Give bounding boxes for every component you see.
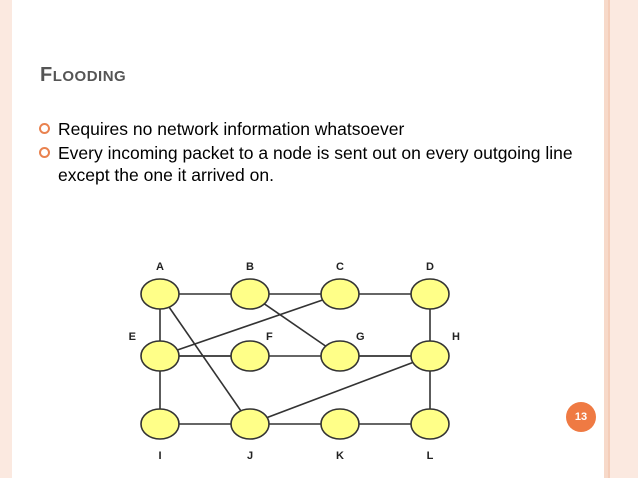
title-rest: LOODING [52, 68, 127, 85]
node-b [230, 278, 270, 310]
node-g [320, 340, 360, 372]
node-e [140, 340, 180, 372]
bullet-item: Every incoming packet to a node is sent … [38, 142, 578, 186]
label-layer: A B C D E F G H I J K L [129, 261, 460, 462]
node-label-k: K [336, 450, 344, 462]
node-a [140, 278, 180, 310]
edge-b-g [249, 293, 341, 357]
node-label-d: D [426, 261, 434, 273]
node-label-h: H [452, 331, 460, 343]
node-label-c: C [336, 261, 344, 273]
edge-h-j [249, 355, 431, 425]
node-label-b: B [246, 261, 254, 273]
bullet-circle-icon [39, 147, 50, 158]
bullet-circle-icon [39, 123, 50, 134]
page-number-badge: 13 [566, 402, 596, 432]
node-label-l: L [427, 450, 434, 462]
node-i [140, 408, 180, 440]
node-layer [140, 278, 450, 440]
bullet-item: Requires no network information whatsoev… [38, 118, 578, 140]
node-k [320, 408, 360, 440]
title-initial: F [40, 64, 53, 86]
bullet-text: Requires no network information whatsoev… [58, 119, 405, 139]
node-label-i: I [158, 450, 161, 462]
bullet-list: Requires no network information whatsoev… [38, 118, 578, 188]
node-j [230, 408, 270, 440]
network-diagram: A B C D E F G H I J K L [129, 261, 460, 462]
node-label-e: E [129, 331, 136, 343]
node-f [230, 340, 270, 372]
node-h [410, 340, 450, 372]
slide-title: FLOODING [40, 64, 126, 87]
bullet-text: Every incoming packet to a node is sent … [58, 143, 573, 185]
left-decor-band [0, 0, 12, 478]
node-d [410, 278, 450, 310]
node-label-a: A [156, 261, 164, 273]
right-decor-band [608, 0, 638, 478]
node-label-j: J [247, 450, 253, 462]
right-decor-stripe [604, 0, 608, 478]
node-label-f: F [266, 331, 273, 343]
edge-e-c [159, 293, 341, 357]
node-c [320, 278, 360, 310]
edge-a-j [159, 293, 251, 425]
node-l [410, 408, 450, 440]
edge-layer [159, 293, 431, 425]
node-label-g: G [356, 331, 365, 343]
